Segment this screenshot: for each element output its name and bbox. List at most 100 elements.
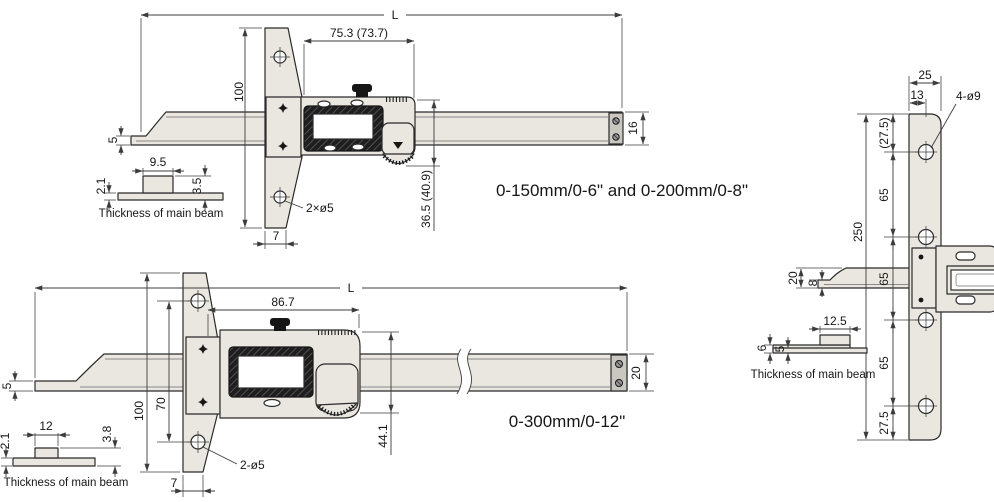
dim-overall-length: L (140, 8, 623, 132)
bracket-screw (198, 344, 208, 354)
dim-label: 25 (918, 68, 932, 82)
dim-label: 5 (0, 382, 14, 389)
dim-tip-height: 5 (0, 371, 33, 401)
dim-plate-width: 25 (908, 68, 942, 111)
bracket-screw (198, 397, 208, 407)
function-button (323, 144, 337, 152)
beam-section-detail: 12 2.1 3.8 Thickness of main beam (0, 419, 128, 489)
dim-label: 75.3 (73.7) (330, 26, 388, 40)
dim-label: 70 (154, 397, 168, 411)
beam-end-cap (610, 354, 628, 392)
dim-base-holes: 2×ø5 (284, 200, 334, 215)
dim-label: 6 (755, 344, 769, 351)
function-button (351, 143, 365, 151)
section-note: Thickness of main beam (751, 369, 876, 381)
bracket-screw (918, 254, 924, 260)
beam-break-mark (456, 348, 472, 395)
dim-label: 9.5 (150, 155, 167, 169)
measuring-range-label: 0-150mm/0-6" and 0-200mm/0-8" (496, 181, 748, 200)
clamp-bracket (265, 96, 302, 158)
dim-label: 2.1 (94, 177, 108, 194)
dim-label: 12 (39, 419, 53, 433)
dim-label: 2-ø5 (240, 458, 265, 472)
dim-label: 8 (806, 279, 820, 286)
lock-knob (352, 84, 372, 97)
bottom-view-drawing: L 86.7 100 70 5 (0, 272, 654, 497)
dim-label: L (392, 8, 399, 22)
beam-channel-inner (950, 269, 994, 291)
dim-label: 16 (626, 121, 640, 135)
dim-label: 250 (851, 222, 865, 242)
dim-label: 100 (232, 82, 246, 102)
dim-label: 2×ø5 (306, 201, 334, 215)
dim-label: 65 (877, 272, 891, 286)
function-button (350, 99, 364, 107)
dim-label: 12.5 (823, 314, 847, 328)
bracket-screw (278, 103, 288, 113)
clamp-bracket (911, 247, 937, 309)
plate-hole (915, 226, 937, 248)
beam-section-detail: 12.5 6 5 Thickness of main beam (751, 314, 876, 381)
section-note: Thickness of main beam (99, 208, 224, 220)
dim-label: 100 (132, 401, 146, 421)
dim-label: 86.7 (271, 295, 295, 309)
display-head (219, 318, 361, 419)
dim-base-width: 7 (171, 475, 215, 497)
dim-head-width: 75.3 (73.7) (303, 26, 415, 98)
dim-plate-holes: 4-ø9 (930, 89, 981, 149)
dim-label: 7 (273, 229, 280, 243)
dim-tip-height: 8 (806, 270, 827, 297)
dim-head-width: 86.7 (207, 295, 360, 336)
lcd-screen (312, 113, 374, 140)
thumb-roller (315, 363, 359, 416)
dim-base-width: 7 (253, 229, 298, 249)
dim-label: 20 (629, 366, 643, 380)
dim-hole-offset: 13 (909, 88, 927, 117)
lock-knob (270, 318, 290, 331)
head-slot (955, 251, 976, 261)
dim-label: 65 (877, 356, 891, 370)
dim-head-depth: 44.1 (360, 331, 399, 455)
dim-base-holes: 2-ø5 (202, 446, 265, 472)
dim-label: L (348, 281, 355, 295)
dim-label: 5 (106, 136, 120, 143)
dim-label: 2.1 (0, 432, 12, 449)
beam-section-detail: 9.5 2.1 3.5 Thickness of main beam (94, 155, 224, 220)
dim-label: (27.5) (877, 117, 891, 148)
dim-base-height: 100 (132, 272, 180, 473)
bracket-screw (278, 141, 288, 151)
dim-label: 5 (773, 345, 787, 352)
top-view-drawing: L 75.3 (73.7) 100 5 16 (94, 8, 748, 249)
dim-hole-chain: (27.5) 65 65 65 27.5 (857, 113, 919, 441)
base-hole (270, 47, 290, 67)
dim-beam-end-height: 20 (629, 353, 654, 392)
dim-label: 4-ø9 (956, 89, 981, 103)
origin-mark (393, 142, 403, 149)
dim-label: 65 (877, 188, 891, 202)
dim-beam-end-height: 16 (625, 111, 649, 146)
dim-label: 20 (786, 271, 800, 285)
dim-label: 27.5 (877, 411, 891, 435)
base-hole (270, 187, 290, 207)
dim-label: 36.5 (40.9) (419, 170, 433, 228)
main-beam (817, 267, 913, 289)
thumb-roller (381, 122, 415, 165)
dim-label: 7 (171, 476, 178, 490)
plate-hole (915, 395, 937, 417)
clamp-bracket (185, 336, 221, 415)
dim-label: 44.1 (376, 424, 390, 448)
head-slot (955, 295, 976, 305)
dim-label: 3.8 (100, 425, 114, 442)
section-note: Thickness of main beam (4, 477, 129, 489)
side-view-drawing: 25 13 4-ø9 ( (751, 68, 994, 441)
dim-head-depth: 36.5 (40.9) (406, 99, 440, 231)
dim-plate-height: 250 (851, 114, 869, 440)
bracket-screw (918, 297, 924, 303)
dim-label: 13 (910, 88, 924, 102)
dim-hole-span: 70 (154, 300, 193, 443)
dim-label: 3.5 (190, 177, 204, 194)
display-head (300, 84, 416, 165)
dim-overall-length: L (34, 281, 628, 378)
